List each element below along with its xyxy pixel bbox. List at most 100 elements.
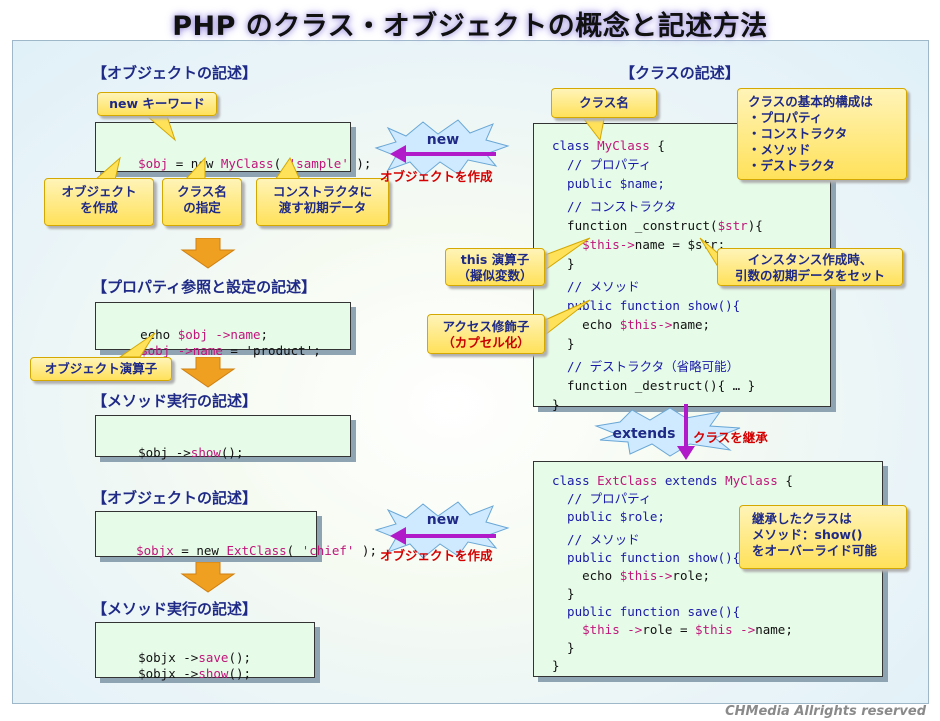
code-token: $objx -> bbox=[138, 666, 199, 681]
callout-text: オブジェクト演算子 bbox=[44, 361, 158, 376]
callout-text: ・プロパティ bbox=[748, 110, 823, 125]
code-token: extends bbox=[657, 473, 726, 488]
code-property: echo $obj ->name; $obj ->name = 'product… bbox=[95, 302, 351, 358]
code-token: MyClass bbox=[220, 156, 274, 171]
callout-text: の指定 bbox=[183, 200, 221, 215]
code-line: } bbox=[552, 336, 575, 351]
code-token: function _construct( bbox=[552, 218, 718, 233]
heading-object-2: 【オブジェクトの記述】 bbox=[92, 489, 258, 507]
heading-property: 【プロパティ参照と設定の記述】 bbox=[92, 278, 317, 296]
code-token: MyClass bbox=[725, 473, 778, 488]
copyright-footer: CHMedia Allrights reserved bbox=[725, 704, 926, 719]
callout-class-name-tag: クラス名 bbox=[551, 88, 657, 118]
code-object-create-2: $objx = new ExtClass( 'chief' ); bbox=[95, 511, 377, 558]
code-comment: // コンストラクタ bbox=[552, 199, 677, 214]
code-token: echo bbox=[552, 568, 620, 583]
code-token: ; bbox=[260, 327, 269, 342]
down-arrow-icon bbox=[180, 238, 236, 269]
heading-method-2: 【メソッド実行の記述】 bbox=[92, 600, 258, 618]
code-token: $obj ->name bbox=[140, 343, 223, 358]
code-token: class bbox=[552, 138, 598, 153]
code-method-call: $obj ->show(); bbox=[95, 415, 351, 460]
code-line: } bbox=[552, 397, 560, 412]
burst-create-object-label: オブジェクトを作成 bbox=[380, 169, 493, 184]
code-comment: // デストラクタ（省略可能） bbox=[552, 359, 740, 374]
down-arrow-icon bbox=[180, 357, 236, 388]
heading-method: 【メソッド実行の記述】 bbox=[92, 392, 258, 410]
code-token: $this -> bbox=[695, 622, 756, 637]
callout-text: メソッド：show() bbox=[752, 527, 863, 542]
code-token: (); bbox=[220, 445, 244, 460]
code-token: MyClass bbox=[597, 138, 650, 153]
code-token: $objx -> bbox=[138, 650, 199, 665]
code-token: ( bbox=[286, 543, 302, 558]
code-token: role; bbox=[672, 568, 711, 583]
code-token: save bbox=[198, 650, 229, 665]
callout-class-basic: クラスの基本的構成は ・プロパティ ・コンストラクタ ・メソッド ・デストラクタ bbox=[737, 88, 907, 180]
code-token: $obj bbox=[138, 156, 169, 171]
code-token: { bbox=[649, 138, 665, 153]
code-comment: // メソッド bbox=[552, 279, 640, 294]
callout-text: ・デストラクタ bbox=[748, 158, 836, 173]
code-token: $obj ->name bbox=[177, 327, 261, 342]
code-token: ); bbox=[348, 156, 372, 171]
code-token: ExtClass bbox=[226, 543, 287, 558]
burst-extends-label: extends bbox=[612, 426, 676, 442]
code-token: name; bbox=[672, 317, 711, 332]
code-line: } bbox=[552, 586, 575, 601]
callout-text: new キーワード bbox=[109, 96, 205, 111]
callout-text: ・コンストラクタ bbox=[748, 126, 848, 141]
code-token: ); bbox=[354, 543, 377, 558]
code-object-create: $obj = new MyClass( 'sample' ); bbox=[95, 122, 371, 172]
code-token: show bbox=[190, 445, 221, 460]
callout-access-modifier: アクセス修飾子 （カプセル化） bbox=[427, 314, 545, 354]
code-method-call-2: $objx ->save(); $objx ->show(); bbox=[95, 622, 315, 681]
code-comment: // メソッド bbox=[552, 532, 640, 547]
new-burst-1 bbox=[374, 119, 510, 177]
code-token: (); bbox=[228, 650, 252, 665]
code-line: } bbox=[552, 658, 560, 673]
code-line: public function save(){ bbox=[552, 604, 741, 619]
code-token: $objx bbox=[136, 543, 174, 558]
code-class-myclass: class MyClass { // プロパティ public $name; /… bbox=[533, 123, 831, 412]
burst-new-label-2: new bbox=[426, 512, 460, 528]
callout-text: インスタンス作成時、 bbox=[747, 252, 873, 267]
callout-class-name: クラス名 の指定 bbox=[162, 178, 242, 226]
callout-text: 継承したクラスは bbox=[752, 511, 852, 526]
callout-text: アクセス修飾子 bbox=[442, 319, 530, 334]
burst-create-object-label-2: オブジェクトを作成 bbox=[380, 548, 493, 563]
code-token: name; bbox=[755, 622, 793, 637]
callout-constructor-data: コンストラクタに 渡す初期データ bbox=[256, 178, 389, 226]
code-line: public $role; bbox=[552, 509, 665, 524]
callout-text: ・メソッド bbox=[748, 142, 811, 157]
code-token: echo bbox=[552, 317, 620, 332]
code-line: } bbox=[552, 256, 575, 271]
code-token: (); bbox=[228, 666, 252, 681]
code-line: } bbox=[552, 640, 575, 655]
callout-text: オブジェクト bbox=[61, 184, 137, 199]
heading-class: 【クラスの記述】 bbox=[620, 64, 740, 82]
down-arrow-icon bbox=[180, 562, 236, 593]
callout-new-keyword: new キーワード bbox=[97, 92, 217, 116]
code-token: $this-> bbox=[582, 237, 635, 252]
code-token: class bbox=[552, 473, 598, 488]
code-token: ( bbox=[273, 156, 289, 171]
callout-text: をオーバーライド可能 bbox=[752, 543, 877, 558]
heading-object: 【オブジェクトの記述】 bbox=[92, 64, 258, 82]
callout-text: クラス名 bbox=[579, 95, 629, 110]
callout-text: （擬似変数） bbox=[457, 268, 533, 283]
code-token: $str bbox=[717, 218, 748, 233]
code-token: ){ bbox=[747, 218, 763, 233]
callout-text: を作成 bbox=[80, 200, 118, 215]
callout-override: 継承したクラスは メソッド：show() をオーバーライド可能 bbox=[739, 505, 907, 569]
code-token: ExtClass bbox=[597, 473, 658, 488]
callout-text: コンストラクタに bbox=[272, 184, 373, 199]
code-token: = 'product'; bbox=[222, 343, 321, 358]
burst-inherit-label: クラスを継承 bbox=[693, 430, 768, 445]
extends-burst bbox=[594, 404, 741, 460]
code-token: 'chief' bbox=[301, 543, 355, 558]
code-token: $this -> bbox=[582, 622, 643, 637]
callout-text: 渡す初期データ bbox=[278, 200, 367, 215]
code-class-extclass: class ExtClass extends MyClass { // プロパテ… bbox=[533, 461, 883, 677]
